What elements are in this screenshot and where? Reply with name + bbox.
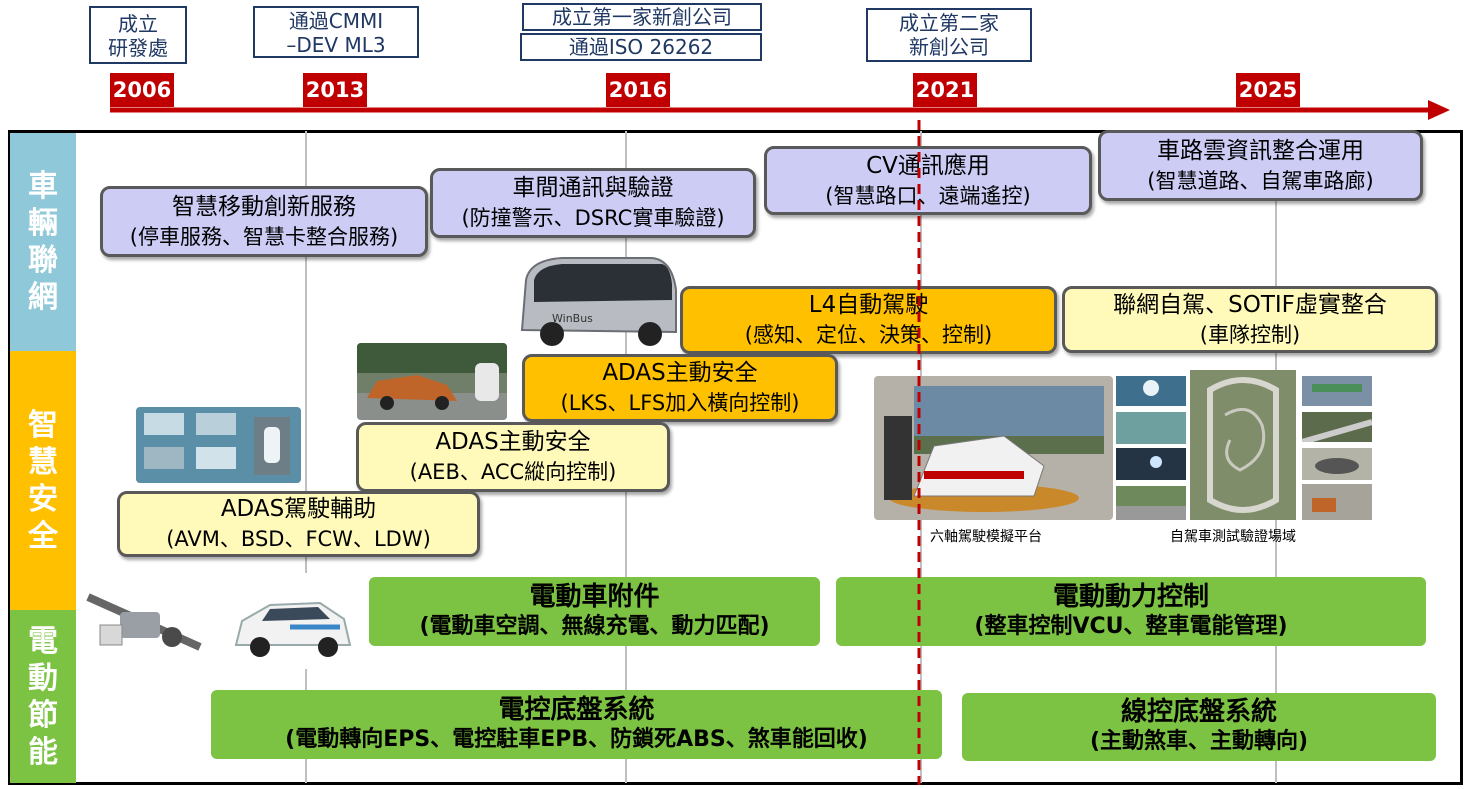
box-adas-longitudinal-control: ADAS主動安全(AEB、ACC縱向控制) <box>356 422 670 492</box>
category-connected-vehicle: 車輛 聯網 <box>10 133 76 351</box>
category-smart-safety: 智慧 安全 <box>10 351 76 610</box>
box-adas-lateral-control: ADAS主動安全(LKS、LFS加入橫向控制) <box>522 354 838 422</box>
grid-line-2013 <box>305 131 307 783</box>
test-field-thumb-4 <box>1116 486 1186 520</box>
timeline-arrow <box>110 100 1450 120</box>
adas-test-car-image <box>357 343 507 420</box>
test-field-thumb-3 <box>1116 448 1186 480</box>
test-field-thumb-5 <box>1302 376 1372 406</box>
box-vehicle-road-cloud: 車路雲資訊整合運用(智慧道路、自駕車路廊) <box>1098 130 1423 201</box>
ev-components-photo <box>80 573 355 669</box>
test-field-aerial-image <box>1190 370 1296 520</box>
test-field-thumb-7 <box>1302 448 1372 480</box>
autonomous-shuttle-image: WinBus <box>520 257 677 346</box>
category-ev-efficiency: 電動 節能 <box>10 610 76 783</box>
luxgen-ev-car-image <box>234 601 352 657</box>
box-electronic-chassis: 電控底盤系統(電動轉向EPS、電控駐車EPB、防鎖死ABS、煞車能回收) <box>211 690 942 759</box>
test-field-image-grid <box>1116 370 1372 520</box>
box-smart-mobility-service: 智慧移動創新服務(停車服務、智慧卡整合服務) <box>100 186 428 257</box>
milestone-established-rd: 成立 研發處 <box>89 6 187 64</box>
box-v2v-verification: 車間通訊與驗證(防撞警示、DSRC實車驗證) <box>430 168 756 238</box>
box-connected-autonomous-sotif: 聯網自駕、SOTIF虛實整合(車隊控制) <box>1062 286 1438 353</box>
milestone-iso26262: 通過ISO 26262 <box>520 33 762 61</box>
current-year-dashed-line <box>917 120 921 785</box>
year-2006: 2006 <box>110 73 174 107</box>
test-field-thumb-8 <box>1302 484 1372 520</box>
shuttle-brand-label: WinBus <box>552 312 593 325</box>
steering-rack-image <box>86 593 202 651</box>
driving-simulator-image <box>874 376 1113 520</box>
test-field-thumb-1 <box>1116 376 1186 406</box>
box-ev-accessories: 電動車附件(電動車空調、無線充電、動力匹配) <box>369 577 820 646</box>
milestone-second-startup: 成立第二家 新創公司 <box>866 8 1032 62</box>
year-2025: 2025 <box>1236 73 1300 107</box>
test-field-thumb-6 <box>1302 412 1372 442</box>
milestone-cmmi: 通過CMMI –DEV ML3 <box>253 6 419 58</box>
test-field-thumb-2 <box>1116 412 1186 444</box>
simulator-caption: 六軸駕駛模擬平台 <box>930 529 1042 545</box>
year-2013: 2013 <box>303 73 367 107</box>
box-ev-power-control: 電動動力控制(整車控制VCU、整車電能管理) <box>836 577 1426 646</box>
milestone-first-startup: 成立第一家新創公司 <box>522 3 762 31</box>
year-2021: 2021 <box>913 73 977 107</box>
box-l4-autonomous-driving: L4自動駕駛(感知、定位、決策、控制) <box>680 286 1057 354</box>
box-cv-communication: CV通訊應用(智慧路口、遠端遙控) <box>764 146 1092 215</box>
year-2016: 2016 <box>606 73 670 107</box>
test-field-caption: 自駕車測試驗證場域 <box>1170 529 1296 545</box>
box-adas-driver-assist: ADAS駕駛輔助(AVM、BSD、FCW、LDW) <box>117 491 480 557</box>
roadmap-frame <box>8 130 1463 785</box>
box-by-wire-chassis: 線控底盤系統(主動煞車、主動轉向) <box>962 693 1436 761</box>
avm-camera-image <box>136 407 301 483</box>
